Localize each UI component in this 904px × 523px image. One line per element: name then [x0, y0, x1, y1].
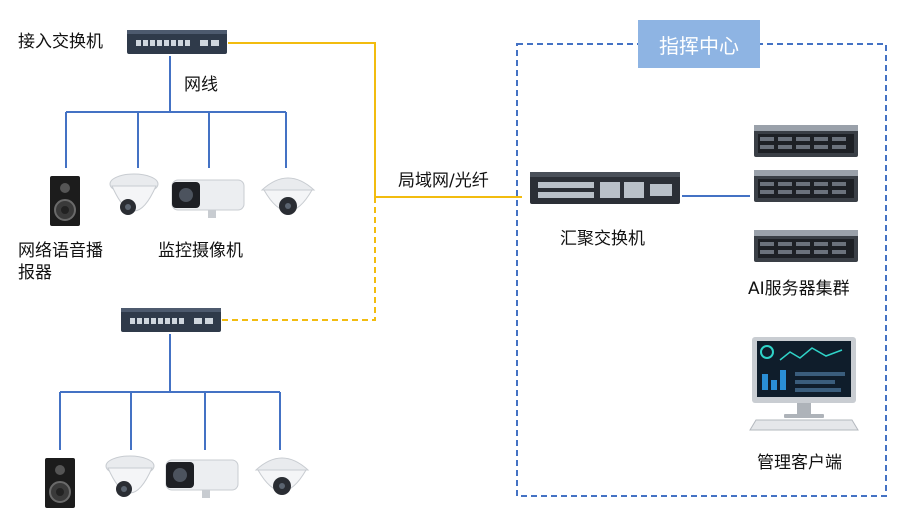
command-center-title: 指挥中心 [638, 20, 760, 68]
server-icon-1 [754, 125, 858, 157]
server-icon-2 [754, 170, 858, 202]
dome-camera-icon-bottom-1 [105, 455, 155, 497]
bullet-camera-icon-bottom [165, 459, 239, 498]
access-switch-bottom-icon [121, 308, 221, 332]
top-branch-cables [65, 56, 287, 168]
client-label: 管理客户端 [757, 453, 842, 473]
access-switch-top-icon [127, 30, 227, 54]
ptz-dome-icon-top [260, 177, 316, 215]
camera-label: 监控摄像机 [158, 241, 243, 261]
lan-label: 局域网/光纤 [398, 171, 489, 191]
speaker-icon-bottom [45, 458, 75, 508]
bullet-camera-icon-top [171, 179, 245, 218]
aggregation-switch-label: 汇聚交换机 [560, 229, 645, 249]
cable-label: 网线 [184, 75, 218, 95]
monitor-icon [749, 337, 859, 431]
fiber-line-bottom [222, 197, 376, 321]
server-icon-3 [754, 230, 858, 262]
ai-cluster-label: AI服务器集群 [748, 279, 850, 299]
access-switch-label: 接入交换机 [18, 32, 103, 52]
bottom-branch-cables [59, 334, 281, 450]
speaker-icon-top [50, 176, 80, 226]
dome-camera-icon-top-1 [109, 173, 159, 215]
speaker-label: 网络语音播报器 [18, 241, 103, 283]
fiber-line-top [228, 42, 522, 198]
aggregation-switch-icon [530, 172, 680, 204]
ptz-dome-icon-bottom [254, 457, 310, 495]
